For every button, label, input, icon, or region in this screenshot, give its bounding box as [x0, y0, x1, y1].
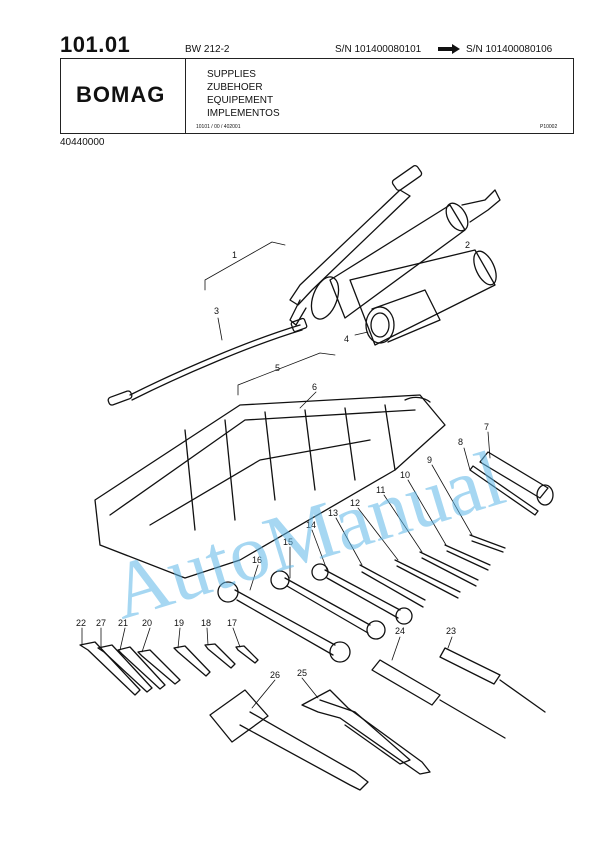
- leader-lines: [81, 241, 491, 709]
- hammer: [209, 689, 369, 791]
- callout-4: 4: [344, 334, 349, 344]
- callout-1: 1: [232, 250, 237, 260]
- callout-5: 5: [275, 363, 280, 373]
- callout-24: 24: [395, 626, 405, 636]
- page-number: 101.01: [60, 32, 131, 57]
- open-end-wrenches: [217, 534, 506, 663]
- watermark: AutoManual: [101, 434, 513, 636]
- callout-3: 3: [214, 306, 219, 316]
- grease-gun: [289, 165, 501, 326]
- callout-10: 10: [400, 470, 410, 480]
- callout-18: 18: [201, 618, 211, 628]
- reference-code: 10101 / 00 / 402001: [196, 124, 241, 130]
- callout-21: 21: [118, 618, 128, 628]
- callout-25: 25: [297, 668, 307, 678]
- title-english: SUPPLIES: [207, 69, 256, 80]
- screwdrivers: [371, 647, 546, 739]
- callout-7: 7: [484, 422, 489, 432]
- hex-keys: [79, 641, 259, 696]
- plate-code: P10002: [540, 124, 558, 130]
- callout-26: 26: [270, 670, 280, 680]
- grease-hose: [107, 317, 308, 406]
- serial-from: S/N 101400080101: [335, 44, 422, 55]
- callout-13: 13: [328, 508, 338, 518]
- callout-17: 17: [227, 618, 237, 628]
- title-french: EQUIPEMENT: [207, 95, 274, 106]
- tommy-bar: [469, 465, 539, 516]
- callout-27: 27: [96, 618, 106, 628]
- title-german: ZUBEHOER: [207, 82, 263, 93]
- model-label: BW 212-2: [185, 44, 230, 55]
- exploded-parts-drawing: 1 2 3 4 5 6 7 8 9 10 11 12 13 14 15 16 1…: [76, 165, 554, 791]
- part-number: 40440000: [60, 137, 105, 148]
- water-pump-pliers: [301, 689, 431, 775]
- callout-20: 20: [142, 618, 152, 628]
- serial-to: S/N 101400080106: [466, 44, 553, 55]
- header-divider: [185, 58, 187, 134]
- callout-15: 15: [283, 537, 293, 547]
- callout-2: 2: [465, 240, 470, 250]
- callout-12: 12: [350, 498, 360, 508]
- box-spanner: [479, 451, 554, 506]
- brand-logo: BOMAG: [76, 82, 166, 107]
- title-spanish: IMPLEMENTOS: [207, 108, 280, 119]
- callout-9: 9: [427, 455, 432, 465]
- callout-14: 14: [306, 520, 316, 530]
- callout-22: 22: [76, 618, 86, 628]
- arrow-right-icon: [438, 44, 460, 54]
- cartridge-sleeve: [365, 289, 441, 344]
- tool-roll: [94, 394, 446, 579]
- header-box: [60, 58, 574, 134]
- callout-19: 19: [174, 618, 184, 628]
- callout-23: 23: [446, 626, 456, 636]
- callout-16: 16: [252, 555, 262, 565]
- callout-8: 8: [458, 437, 463, 447]
- callout-6: 6: [312, 382, 317, 392]
- callout-11: 11: [376, 485, 385, 495]
